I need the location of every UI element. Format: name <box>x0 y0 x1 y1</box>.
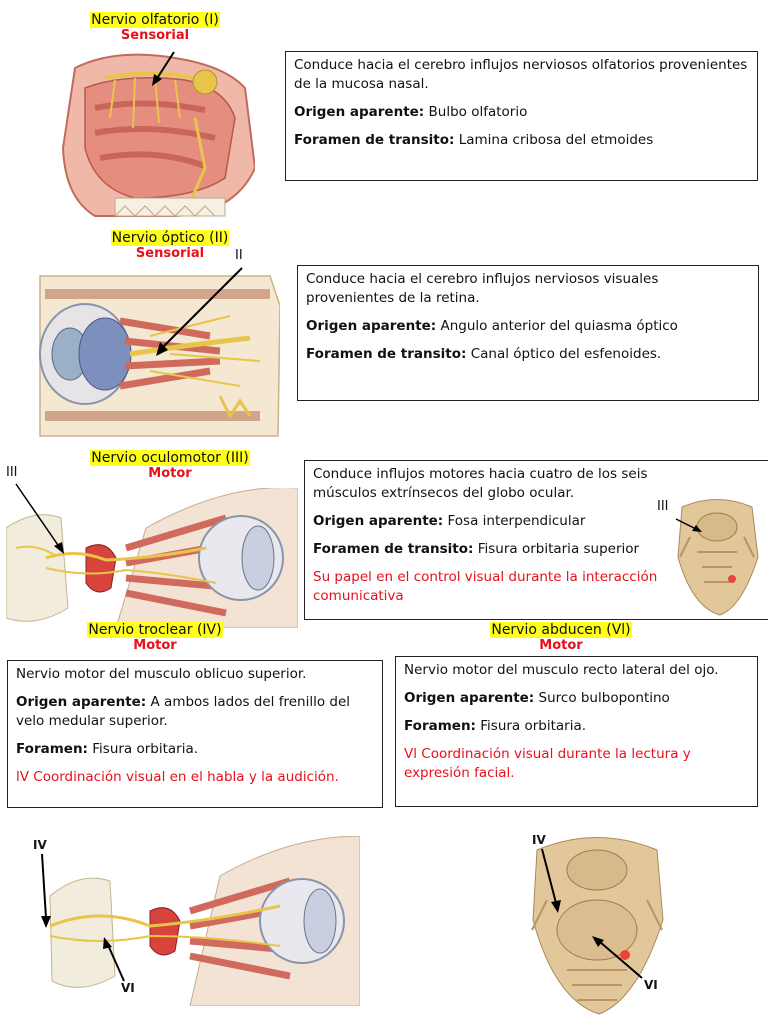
title-abducen: Nervio abducen (Vl) Motor <box>476 622 646 653</box>
nerve-type-troclear: Motor <box>133 638 177 653</box>
foramen-label-troclear: Foramen: <box>16 741 88 757</box>
description-olfatorio: Conduce hacia el cerebro influjos nervio… <box>294 57 748 92</box>
origin-label-oculomotor: Origen aparente: <box>313 513 444 529</box>
description-oculomotor: Conduce influjos motores hacia cuatro de… <box>313 466 648 501</box>
nerve-type-oculomotor: Motor <box>148 466 192 481</box>
foramen-label-olfatorio: Foramen de transito: <box>294 132 455 148</box>
olfactory-illustration <box>61 53 255 217</box>
foramen-value-olfatorio: Lamina cribosa del etmoides <box>458 132 654 148</box>
optic-pointer-arrow <box>156 267 243 356</box>
brainstem-pointer-arrow-vi <box>592 936 643 979</box>
origin-label-abducen: Origen aparente: <box>404 690 535 706</box>
nerve-type-olfatorio: Sensorial <box>120 28 190 43</box>
title-troclear: Nervio troclear (IV) Motor <box>70 622 240 653</box>
description-troclear: Nervio motor del musculo oblicuo superio… <box>16 666 307 682</box>
nerve-name-oculomotor: Nervio oculomotor (III) <box>90 450 250 466</box>
nerve-type-optico: Sensorial <box>135 246 205 261</box>
foramen-value-optico: Canal óptico del esfenoides. <box>470 346 662 362</box>
note-oculomotor: Su papel en el control visual durante la… <box>313 569 658 604</box>
description-optico: Conduce hacia el cerebro influjos nervio… <box>306 271 659 306</box>
orbit-pointer-arrow-iv <box>41 853 51 928</box>
nerve-type-abducen: Motor <box>539 638 583 653</box>
marker-oculomotor-brainstem: III <box>657 499 669 514</box>
nerve-name-troclear: Nervio troclear (IV) <box>87 622 223 638</box>
orbit-label-iv: IV <box>33 838 47 852</box>
origin-value-abducen: Surco bulbopontino <box>538 690 670 706</box>
orbit-pointer-arrow-vi <box>103 937 125 982</box>
olfactory-pointer-arrow <box>152 51 175 86</box>
oculomotor-illustration <box>6 488 298 628</box>
optic-illustration <box>39 275 280 437</box>
foramen-label-oculomotor: Foramen de transito: <box>313 541 474 557</box>
note-abducen: Vl Coordinación visual durante la lectur… <box>404 746 691 781</box>
info-box-olfatorio: Conduce hacia el cerebro influjos nervio… <box>285 51 758 181</box>
orbit-illustration-bottom <box>49 836 360 1006</box>
title-oculomotor: Nervio oculomotor (III) Motor <box>70 450 270 481</box>
origin-value-optico: Angulo anterior del quiasma óptico <box>440 318 678 334</box>
origin-value-olfatorio: Bulbo olfatorio <box>428 104 528 120</box>
foramen-label-abducen: Foramen: <box>404 718 476 734</box>
foramen-value-oculomotor: Fisura orbitaria superior <box>477 541 640 557</box>
info-box-troclear: Nervio motor del musculo oblicuo superio… <box>7 660 383 808</box>
brainstem-label-vi: VI <box>644 978 658 992</box>
brainstem-pointer-arrow-iii <box>675 518 702 532</box>
origin-value-troclear: A ambos lados del frenillo del velo medu… <box>16 694 351 729</box>
info-box-abducen: Nervio motor del musculo recto lateral d… <box>395 656 758 807</box>
marker-oculomotor: III <box>6 465 18 480</box>
nerve-name-abducen: Nervio abducen (Vl) <box>490 622 632 638</box>
foramen-value-troclear: Fisura orbitaria. <box>92 741 199 757</box>
note-troclear: lV Coordinación visual en el habla y la … <box>16 769 339 785</box>
foramen-label-optico: Foramen de transito: <box>306 346 467 362</box>
nerve-name-olfatorio: Nervio olfatorio (I) <box>90 12 220 28</box>
marker-optico: II <box>235 248 243 263</box>
origin-value-oculomotor: Fosa interpendicular <box>447 513 586 529</box>
brainstem-label-iv: IV <box>532 833 546 847</box>
origin-label-optico: Origen aparente: <box>306 318 437 334</box>
nerve-name-optico: Nervio óptico (II) <box>110 230 230 246</box>
title-olfatorio: Nervio olfatorio (I) Sensorial <box>70 12 240 43</box>
origin-label-troclear: Origen aparente: <box>16 694 147 710</box>
info-box-optico: Conduce hacia el cerebro influjos nervio… <box>297 265 759 401</box>
orbit-label-vi: VI <box>121 981 135 995</box>
description-abducen: Nervio motor del musculo recto lateral d… <box>404 662 719 678</box>
brainstem-pointer-arrow-iv <box>541 848 561 913</box>
origin-label-olfatorio: Origen aparente: <box>294 104 425 120</box>
oculomotor-pointer-arrow <box>15 483 64 554</box>
brainstem-illustration-bottom <box>531 837 664 1015</box>
foramen-value-abducen: Fisura orbitaria. <box>480 718 587 734</box>
title-optico: Nervio óptico (II) Sensorial <box>80 230 260 261</box>
